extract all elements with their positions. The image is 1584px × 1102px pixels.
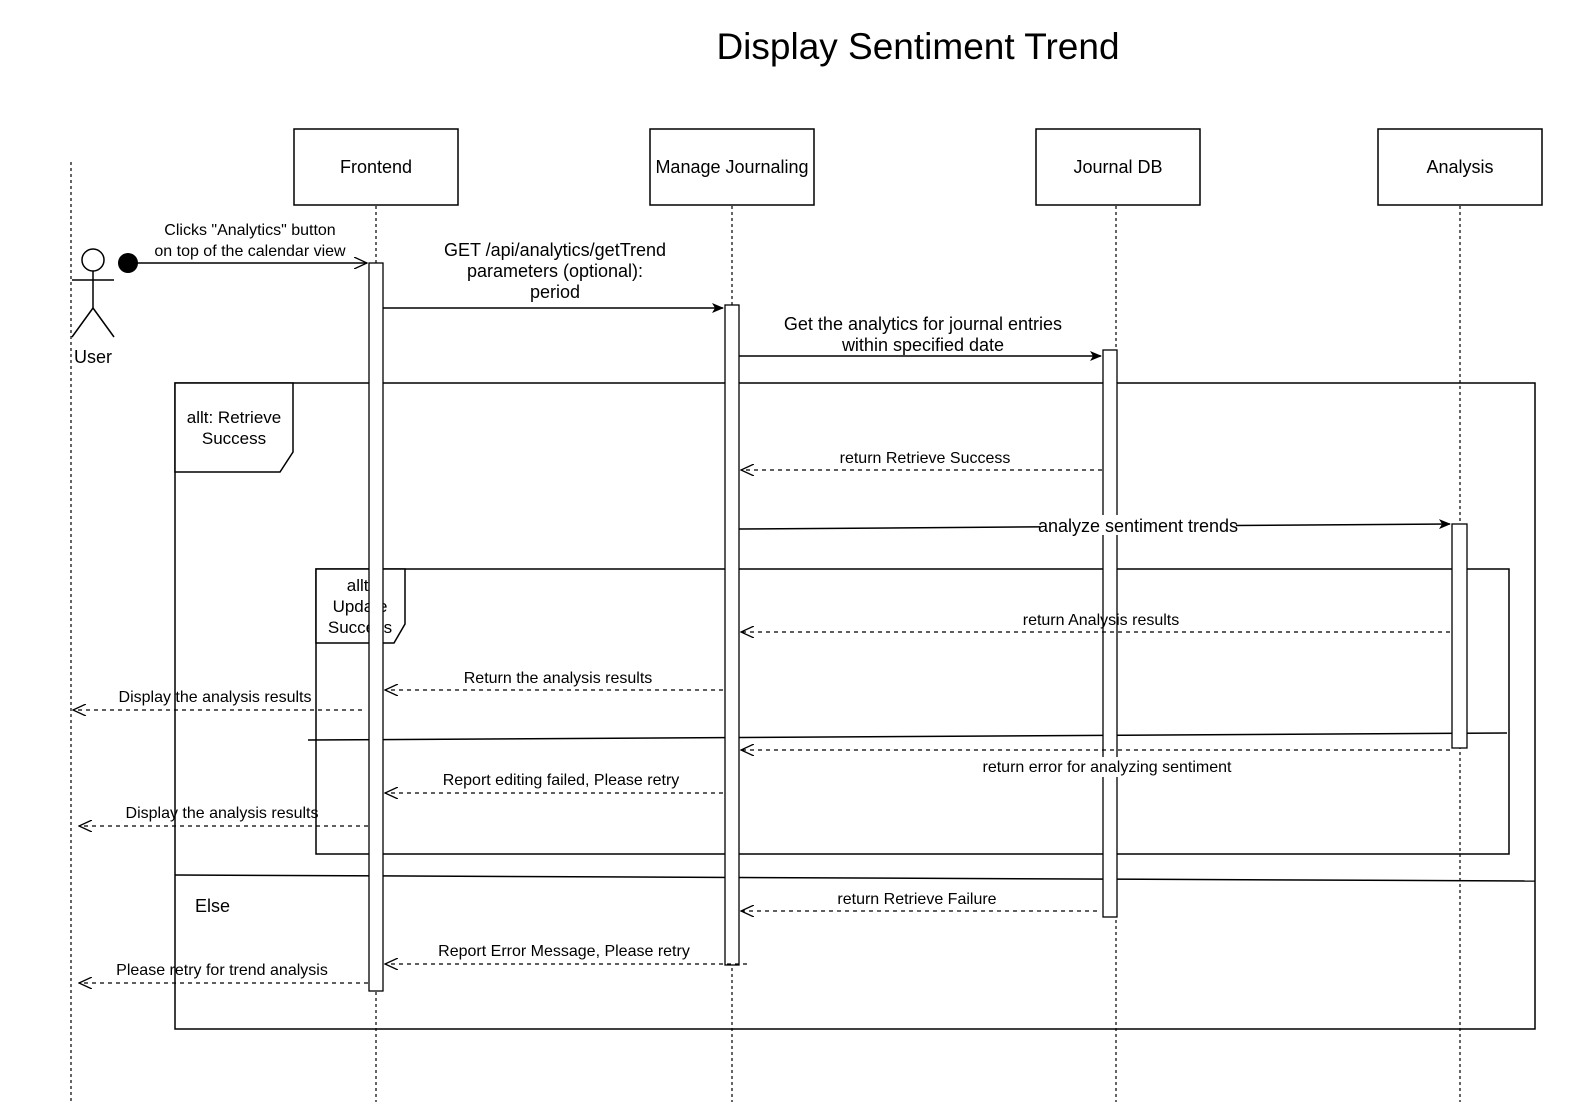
message-report-editing-failed: Report editing failed, Please retry	[385, 772, 723, 793]
user-actor-icon	[71, 248, 115, 338]
diagram-title: Display Sentiment Trend	[716, 26, 1119, 67]
message-label: Display the analysis results	[119, 689, 312, 706]
analysis-activation	[1451, 523, 1468, 749]
message-label: period	[530, 282, 580, 302]
message-report-error: Report Error Message, Please retry	[385, 943, 747, 964]
alt-frame-retrieve-tab	[174, 382, 294, 473]
actor-label: User	[74, 347, 112, 367]
alt-else-divider	[174, 874, 1536, 882]
message-label: Report editing failed, Please retry	[443, 772, 680, 789]
alt-divider-update	[307, 732, 1508, 741]
message-return-retrieve-failure: return Retrieve Failure	[741, 891, 1097, 911]
message-display-results-2: Display the analysis results	[79, 805, 368, 826]
message-return-analysis-to-frontend: Return the analysis results	[385, 670, 723, 690]
message-label: on top of the calendar view	[154, 243, 346, 260]
message-label: GET /api/analytics/getTrend	[444, 240, 666, 260]
message-label: return Analysis results	[1023, 612, 1180, 629]
participant-frontend: Frontend	[293, 128, 459, 206]
message-return-analysis-results: return Analysis results	[741, 612, 1450, 632]
participant-label: Journal DB	[1073, 157, 1162, 177]
message-return-retrieve-success: return Retrieve Success	[741, 450, 1102, 470]
message-label: Clicks "Analytics" button	[164, 222, 335, 239]
message-label: Return the analysis results	[464, 670, 653, 687]
message-label: Display the analysis results	[126, 805, 319, 822]
message-label: Report Error Message, Please retry	[438, 943, 690, 960]
journal-db-activation	[1102, 349, 1118, 918]
participant-manage-journaling: Manage Journaling	[649, 128, 815, 206]
participant-label: Manage Journaling	[655, 157, 808, 177]
message-label: parameters (optional):	[467, 261, 643, 281]
message-retry-trend: Please retry for trend analysis	[79, 962, 368, 983]
message-label: Please retry for trend analysis	[116, 962, 328, 979]
message-display-results: Display the analysis results	[73, 689, 362, 710]
message-label: return Retrieve Success	[840, 450, 1011, 467]
message-label: return Retrieve Failure	[837, 891, 996, 908]
alt-frame-retrieve-label: allt: Retrieve	[187, 408, 281, 427]
message-return-error: return error for analyzing sentiment	[741, 750, 1450, 777]
message-analyze-sentiment: analyze sentiment trends	[738, 515, 1451, 536]
message-get-trend: GET /api/analytics/getTrend parameters (…	[383, 240, 724, 313]
message-click-analytics: Clicks "Analytics" button on top of the …	[118, 222, 367, 273]
participant-label: Analysis	[1426, 157, 1493, 177]
manage-journaling-activation	[724, 304, 740, 966]
alt-frame-update	[315, 568, 1510, 855]
alt-frame-retrieve	[174, 382, 1536, 1030]
message-get-analytics: Get the analytics for journal entries wi…	[739, 314, 1102, 361]
message-label: within specified date	[841, 335, 1004, 355]
participant-journal-db: Journal DB	[1035, 128, 1201, 206]
message-label: return error for analyzing sentiment	[983, 759, 1233, 776]
participant-label: Frontend	[340, 157, 412, 177]
else-label: Else	[195, 896, 230, 916]
alt-frame-update-label: allt:	[347, 576, 373, 595]
frontend-activation	[368, 262, 384, 992]
participant-analysis: Analysis	[1377, 128, 1543, 206]
message-label: Get the analytics for journal entries	[784, 314, 1062, 334]
message-label: analyze sentiment trends	[1038, 516, 1238, 536]
alt-frame-retrieve-label: Success	[202, 429, 266, 448]
